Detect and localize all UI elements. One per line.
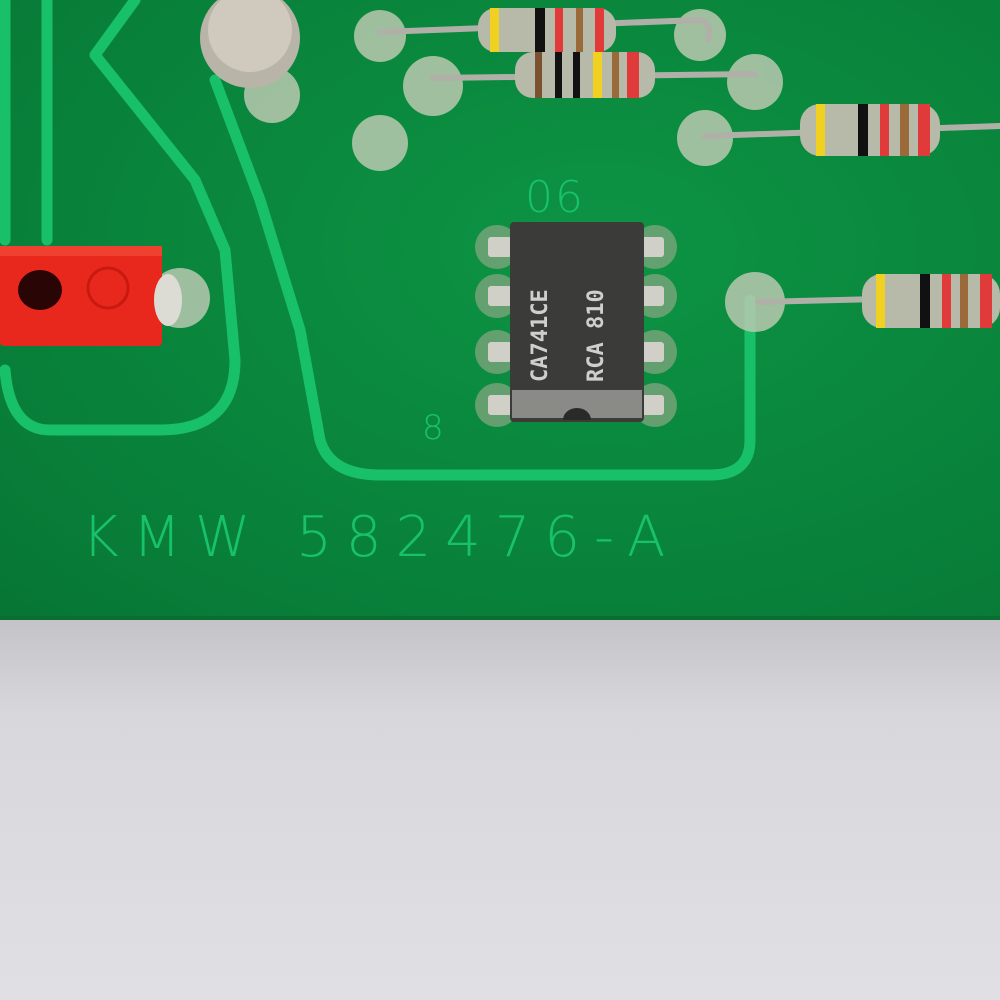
resistor: [515, 52, 655, 98]
ic-chip: [510, 222, 644, 422]
resistor: [800, 104, 940, 156]
silkscreen-mark-06: 06: [525, 172, 585, 223]
pcb-edge: [0, 616, 1000, 622]
background-surface: [0, 620, 1000, 1000]
ic-manufacturer-code: RCA 810: [584, 289, 609, 382]
board-part-number: KMW 582476-A: [82, 505, 680, 570]
pcb-artwork: [0, 0, 1000, 481]
resistor: [862, 274, 1000, 328]
silkscreen-pin-marker: 8: [422, 408, 446, 448]
ic-part-number: CA741CE: [528, 289, 553, 382]
trace: [0, 0, 241, 436]
resistor: [478, 8, 616, 52]
trace: [209, 74, 756, 481]
